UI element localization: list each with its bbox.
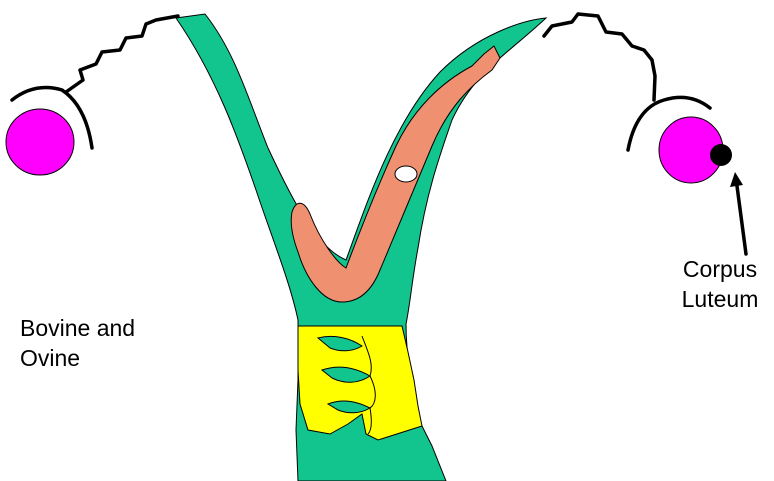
species-label-line1: Bovine and <box>20 313 135 343</box>
left-oviduct <box>66 16 178 92</box>
right-oviduct <box>544 14 655 100</box>
species-label: Bovine and Ovine <box>20 313 135 373</box>
corpus-luteum-arrow-shaft <box>737 186 746 254</box>
embryo <box>395 166 417 182</box>
corpus-luteum-label-line2: Luteum <box>668 284 772 314</box>
corpus-luteum-arrow-head <box>730 172 743 187</box>
corpus-luteum-label-line1: Corpus <box>668 254 772 284</box>
left-ovary <box>6 109 74 175</box>
species-label-line2: Ovine <box>20 343 135 373</box>
corpus-luteum-label: Corpus Luteum <box>668 254 772 314</box>
corpus-luteum-dot <box>710 144 732 166</box>
